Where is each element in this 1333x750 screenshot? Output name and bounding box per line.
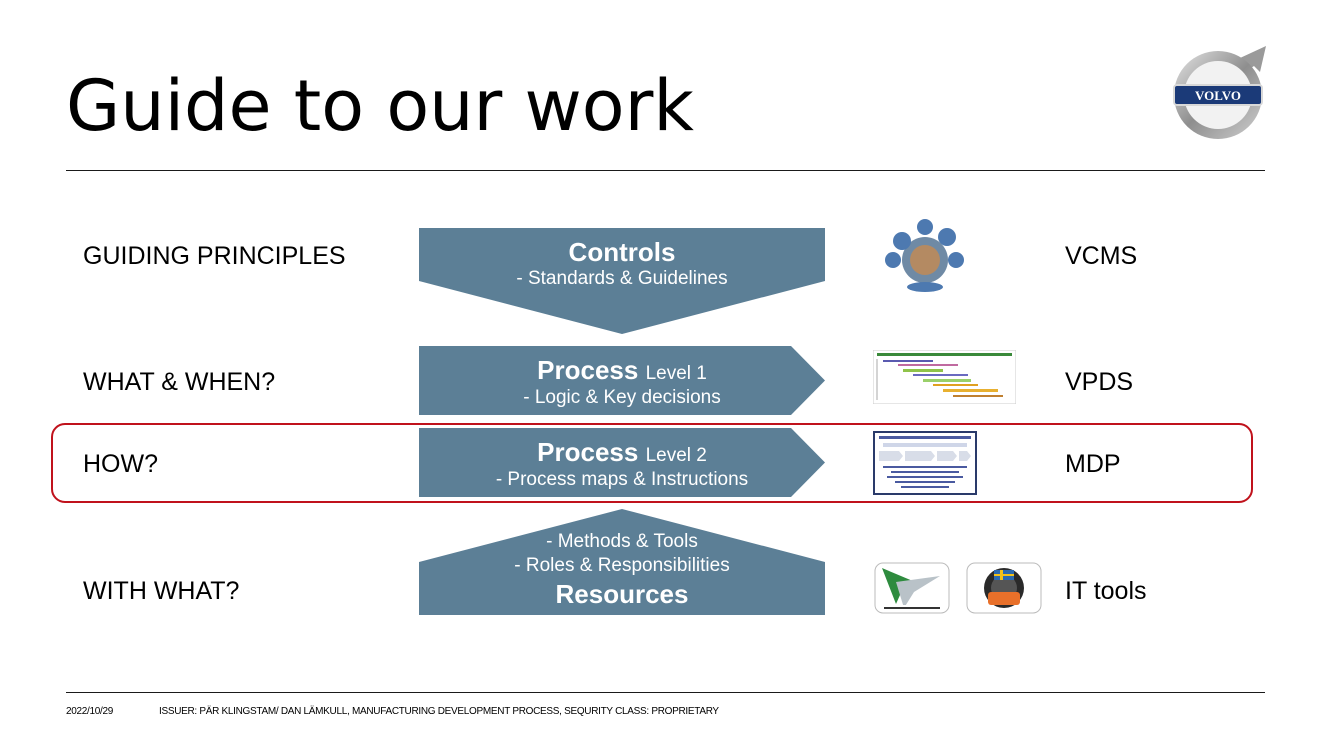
- process-level-1-heading: Process Level 1: [537, 355, 707, 385]
- system-vcms: VCMS: [1065, 242, 1138, 270]
- system-it-tools: IT tools: [1065, 577, 1147, 605]
- process-level-1-shape: Process Level 1 - Logic & Key decisions: [419, 346, 825, 415]
- title-divider: [66, 170, 1265, 171]
- controls-heading: Controls: [568, 237, 676, 267]
- how-row-highlight: [51, 423, 1253, 503]
- teamcenter-icon: [874, 562, 950, 614]
- process-level-1-sub: - Logic & Key decisions: [523, 387, 721, 408]
- resources-sub-methods: - Methods & Tools: [546, 531, 698, 552]
- controls-sub: - Standards & Guidelines: [516, 268, 728, 289]
- footer-issuer: ISSUER: PÄR KLINGSTAM/ DAN LÄMKULL, MANU…: [159, 706, 719, 717]
- logo-wordmark: VOLVO: [1195, 88, 1241, 103]
- row-label-how: HOW?: [83, 450, 158, 478]
- resources-sub-roles: - Roles & Responsibilities: [514, 555, 730, 576]
- footer-date: 2022/10/29: [66, 706, 114, 717]
- volvo-logo: VOLVO: [1168, 44, 1270, 146]
- kdp-icon: [966, 562, 1042, 614]
- footer-divider: [66, 692, 1265, 693]
- row-label-with-what: WITH WHAT?: [83, 577, 240, 605]
- vcms-icon: [880, 217, 970, 295]
- mdp-process-map-icon: [873, 431, 977, 495]
- resources-heading: Resources: [555, 579, 689, 609]
- process-level-2-shape: Process Level 2 - Process maps & Instruc…: [419, 428, 825, 497]
- row-label-what-when: WHAT & WHEN?: [83, 368, 276, 396]
- process-level-2-sub: - Process maps & Instructions: [495, 469, 749, 490]
- page-title: Guide to our work: [66, 65, 694, 147]
- system-vpds: VPDS: [1065, 368, 1134, 396]
- row-label-guiding-principles: GUIDING PRINCIPLES: [83, 242, 346, 270]
- process-level-2-heading: Process Level 2: [537, 437, 707, 467]
- vpds-gantt-icon: [872, 349, 1017, 405]
- system-mdp: MDP: [1065, 450, 1121, 478]
- controls-shape: Controls - Standards & Guidelines: [419, 228, 825, 334]
- resources-shape: - Methods & Tools - Roles & Responsibili…: [419, 509, 825, 615]
